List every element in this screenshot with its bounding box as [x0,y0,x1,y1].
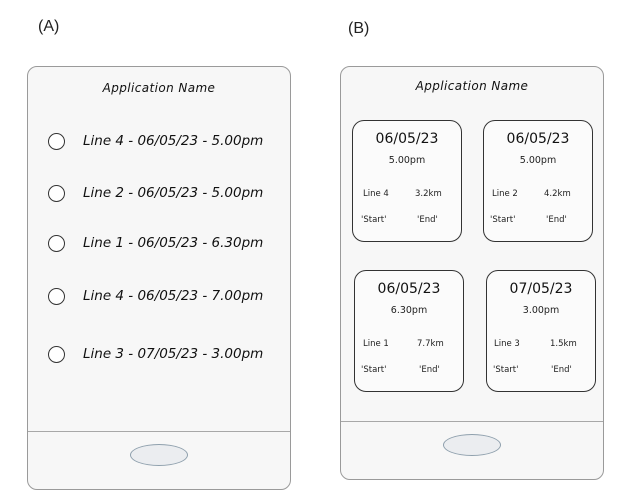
radio-button[interactable] [48,184,65,202]
card-time: 5.00pm [388,155,426,166]
radio-button[interactable] [48,132,65,150]
card-distance: 4.2km [544,189,571,199]
trip-card[interactable]: 06/05/23 5.00pm Line 2 4.2km 'Start' 'En… [483,120,593,242]
app-title: Application Name [415,79,529,93]
radio-button[interactable] [48,345,65,363]
card-start: 'Start' [493,365,519,375]
card-end: 'End' [419,365,440,375]
card-line: Line 3 [494,339,520,349]
card-line: Line 1 [363,339,389,349]
card-end: 'End' [546,215,567,225]
radio-button[interactable] [48,287,65,305]
panel-b-label: (B) [348,20,370,37]
card-distance: 3.2km [415,189,442,199]
card-date: 06/05/23 [377,281,441,297]
card-time: 3.00pm [522,305,560,316]
card-date: 06/05/23 [375,131,439,147]
card-line: Line 4 [363,189,389,199]
list-item-label: Line 3 - 07/05/23 - 3.00pm [83,346,264,362]
card-distance: 1.5km [550,339,577,349]
trip-card[interactable]: 07/05/23 3.00pm Line 3 1.5km 'Start' 'En… [486,270,596,392]
card-start: 'Start' [361,215,387,225]
card-date: 07/05/23 [509,281,573,297]
home-button[interactable] [443,434,501,456]
trip-card[interactable]: 06/05/23 5.00pm Line 4 3.2km 'Start' 'En… [352,120,462,242]
card-start: 'Start' [490,215,516,225]
list-item[interactable]: Line 2 - 06/05/23 - 5.00pm [48,182,263,204]
panel-a-label: (A) [38,18,60,35]
list-item-label: Line 2 - 06/05/23 - 5.00pm [83,185,264,201]
phone-bottom-bar [28,431,290,489]
phone-bottom-bar [341,421,603,479]
card-line: Line 2 [492,189,518,199]
card-time: 6.30pm [390,305,428,316]
card-date: 06/05/23 [506,131,570,147]
card-end: 'End' [551,365,572,375]
app-title: Application Name [102,81,216,95]
list-item[interactable]: Line 3 - 07/05/23 - 3.00pm [48,343,263,365]
list-item-label: Line 4 - 06/05/23 - 5.00pm [83,133,264,149]
radio-button[interactable] [48,234,65,252]
card-start: 'Start' [361,365,387,375]
card-distance: 7.7km [417,339,444,349]
card-time: 5.00pm [519,155,557,166]
list-item[interactable]: Line 1 - 06/05/23 - 6.30pm [48,232,263,254]
phone-b: Application Name 06/05/23 5.00pm Line 4 … [340,66,604,480]
trip-card[interactable]: 06/05/23 6.30pm Line 1 7.7km 'Start' 'En… [354,270,464,392]
home-button[interactable] [130,444,188,466]
list-item[interactable]: Line 4 - 06/05/23 - 5.00pm [48,130,263,152]
card-end: 'End' [417,215,438,225]
phone-a: Application Name Line 4 - 06/05/23 - 5.0… [27,66,291,490]
list-item[interactable]: Line 4 - 06/05/23 - 7.00pm [48,285,263,307]
list-item-label: Line 1 - 06/05/23 - 6.30pm [83,235,264,251]
list-item-label: Line 4 - 06/05/23 - 7.00pm [83,288,264,304]
